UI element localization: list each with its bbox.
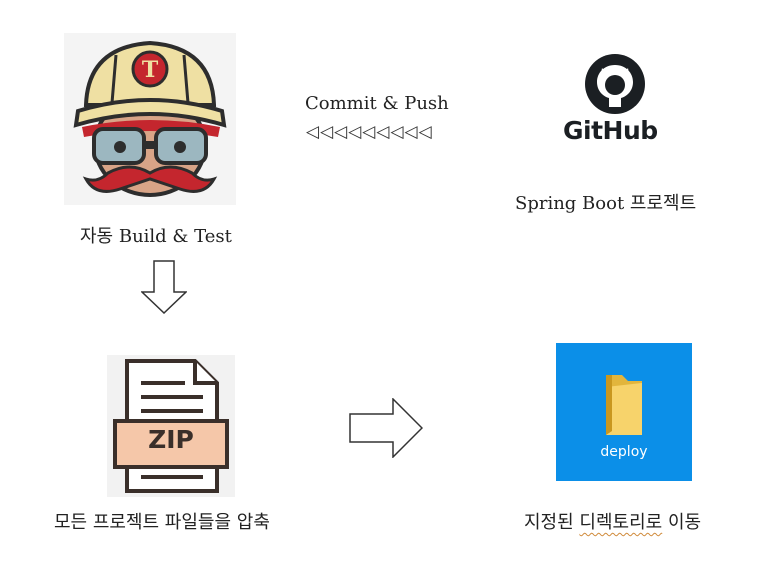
left-arrow-triangles: ◁◁◁◁◁◁◁◁◁ xyxy=(306,122,433,142)
folder-icon xyxy=(606,375,642,435)
deploy-folder-tile[interactable] xyxy=(556,343,692,481)
github-caption: Spring Boot 프로젝트 xyxy=(515,193,697,214)
travis-ci-logo: T xyxy=(64,33,236,205)
zip-badge-text: ZIP xyxy=(148,425,194,454)
commit-push-label: Commit & Push xyxy=(305,93,449,114)
github-octocat-icon xyxy=(583,52,647,116)
zip-file-icon xyxy=(107,355,235,497)
travis-mascot-icon: T xyxy=(73,40,227,197)
travis-caption: 자동 Build & Test xyxy=(80,226,232,247)
down-arrow xyxy=(140,260,188,318)
zip-caption: 모든 프로젝트 파일들을 압축 xyxy=(54,512,270,533)
github-wordmark: GitHub xyxy=(563,116,658,145)
hat-letter: T xyxy=(142,57,159,83)
deploy-caption-suffix: 이동 xyxy=(662,512,702,533)
deploy-caption: 지정된 디렉토리로 이동 xyxy=(524,508,701,534)
deploy-caption-underlined: 디렉토리로 xyxy=(579,512,663,533)
right-arrow xyxy=(349,397,424,462)
deploy-caption-prefix: 지정된 xyxy=(524,512,580,533)
deploy-folder-name: deploy xyxy=(600,444,648,460)
